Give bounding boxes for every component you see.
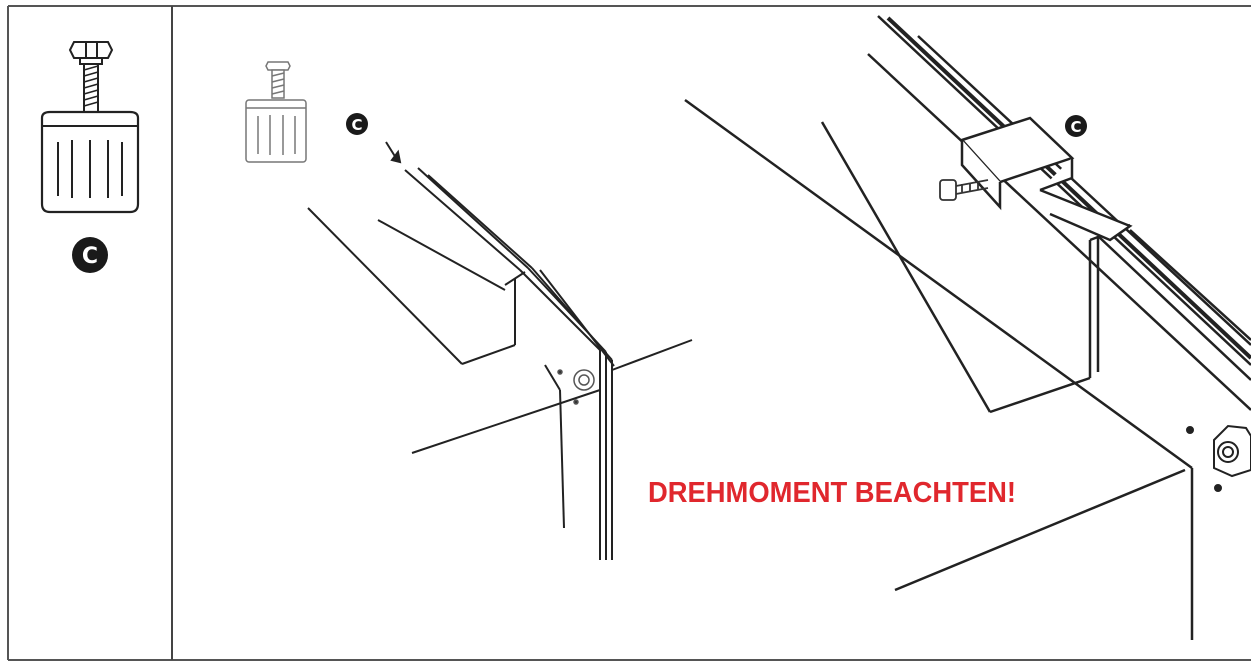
hex-nut-icon xyxy=(1186,424,1251,492)
step-right-callout-badge: C xyxy=(1065,115,1087,137)
step-left-callout-label: C xyxy=(351,116,362,134)
step-right-callout-label: C xyxy=(1070,118,1081,136)
part-label: C xyxy=(82,244,98,269)
small-leveling-foot-icon xyxy=(245,61,307,163)
step-left-callout-badge: C xyxy=(346,113,368,135)
nut-icon xyxy=(557,369,595,405)
frame-border xyxy=(7,5,1251,661)
torque-warning: DREHMOMENT BEACHTEN! xyxy=(648,477,1016,509)
clamp-bracket xyxy=(959,116,1133,242)
right-frame-corner xyxy=(684,15,1251,640)
part-label-badge: C xyxy=(72,237,108,273)
bolt-icon xyxy=(939,179,989,201)
left-frame-corner xyxy=(307,167,693,560)
leveling-foot-screw-icon xyxy=(40,41,140,214)
insert-arrow-icon xyxy=(385,141,402,164)
